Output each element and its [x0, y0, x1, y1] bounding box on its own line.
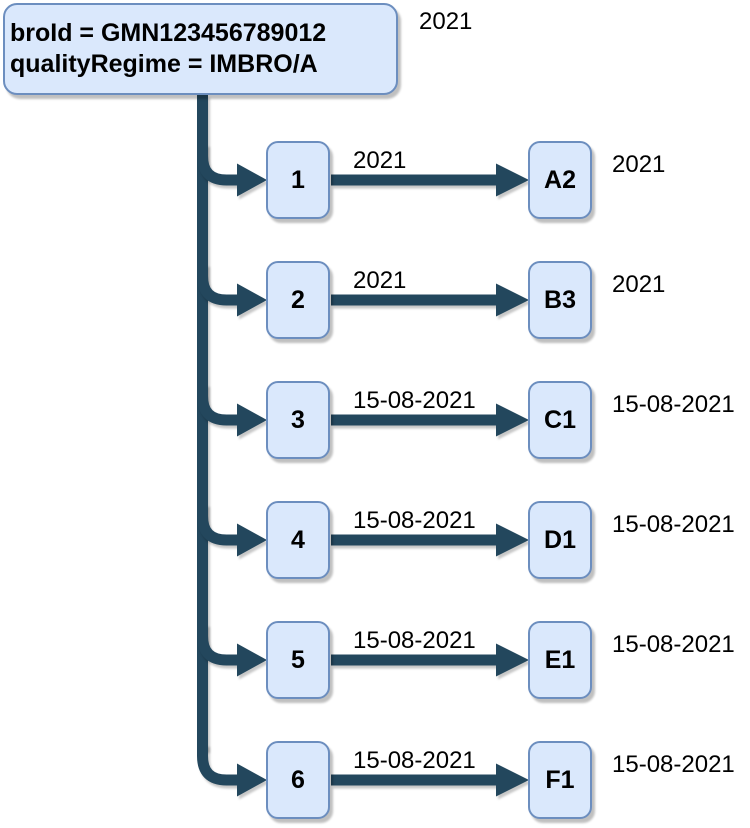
branch-row: 4 15-08-2021 D1 15-08-2021	[0, 480, 750, 600]
edge-date-label: 15-08-2021	[353, 747, 476, 774]
edge-date-label: 2021	[353, 267, 407, 294]
row-connector	[197, 624, 529, 677]
branch-row: 3 15-08-2021 C1 15-08-2021	[0, 360, 750, 480]
step-node: 5	[266, 621, 330, 699]
branch-row: 1 2021 A2 2021	[0, 120, 750, 240]
side-date-label: 15-08-2021	[612, 751, 735, 778]
step-node: 6	[266, 741, 330, 819]
code-node: B3	[528, 261, 592, 339]
edge-date-label: 15-08-2021	[353, 507, 476, 534]
side-date-label: 15-08-2021	[612, 511, 735, 538]
step-node: 3	[266, 381, 330, 459]
branch-row: 6 15-08-2021 F1 15-08-2021	[0, 720, 750, 828]
root-node: broId = GMN123456789012 qualityRegime = …	[3, 3, 398, 95]
code-node-label: D1	[544, 525, 576, 554]
step-node-label: 4	[291, 525, 305, 554]
root-node-line1: broId = GMN123456789012	[10, 19, 327, 47]
code-node-label: E1	[544, 645, 576, 674]
root-side-label: 2021	[419, 8, 473, 35]
code-node-label: F1	[545, 765, 575, 794]
step-node: 4	[266, 501, 330, 579]
row-connector	[197, 144, 529, 197]
step-node-label: 3	[291, 405, 305, 434]
branch-row: 5 15-08-2021 E1 15-08-2021	[0, 600, 750, 720]
code-node-label: C1	[544, 405, 576, 434]
side-date-label: 2021	[612, 271, 666, 298]
code-node: C1	[528, 381, 592, 459]
code-node: F1	[528, 741, 592, 819]
step-node-label: 5	[291, 645, 305, 674]
step-node-label: 6	[291, 765, 305, 794]
code-node: D1	[528, 501, 592, 579]
edge-date-label: 2021	[353, 147, 407, 174]
side-date-label: 15-08-2021	[612, 391, 735, 418]
step-node-label: 1	[291, 165, 305, 194]
row-connector	[197, 384, 529, 437]
code-node: E1	[528, 621, 592, 699]
branch-row: 2 2021 B3 2021	[0, 240, 750, 360]
side-date-label: 2021	[612, 151, 666, 178]
code-node: A2	[528, 141, 592, 219]
edge-date-label: 15-08-2021	[353, 387, 476, 414]
code-node-label: B3	[544, 285, 576, 314]
root-node-line2: qualityRegime = IMBRO/A	[10, 50, 318, 78]
code-node-label: A2	[544, 165, 576, 194]
row-connector	[197, 504, 529, 557]
step-node: 2	[266, 261, 330, 339]
side-date-label: 15-08-2021	[612, 631, 735, 658]
edge-date-label: 15-08-2021	[353, 627, 476, 654]
step-node: 1	[266, 141, 330, 219]
step-node-label: 2	[291, 285, 305, 314]
row-connector	[197, 264, 529, 317]
